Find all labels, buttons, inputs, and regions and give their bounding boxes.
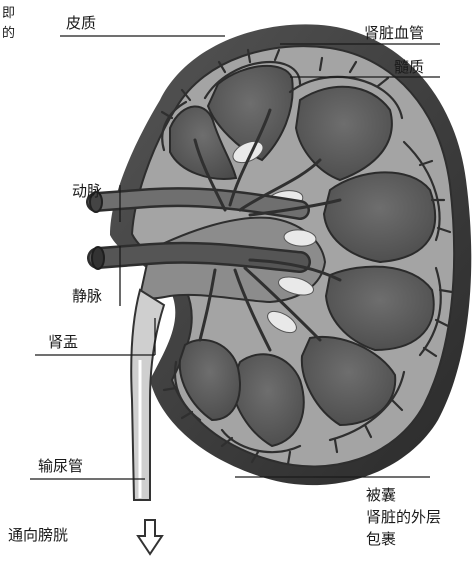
label-pelvis: 肾盂	[48, 333, 78, 351]
cropped-text-line2: 的	[2, 26, 15, 41]
label-capsule-line2: 包裹	[366, 528, 396, 550]
label-capsule-line1: 肾脏的外层	[366, 506, 441, 528]
label-capsule-title: 被囊	[366, 484, 396, 506]
label-cortex: 皮质	[66, 14, 96, 32]
label-ureter: 输尿管	[38, 457, 83, 475]
cropped-text-line1: 即	[2, 6, 15, 21]
label-medulla: 髓质	[394, 58, 424, 76]
label-renal-vessels: 肾脏血管	[364, 24, 424, 42]
label-artery: 动脉	[72, 182, 102, 200]
label-to-bladder: 通向膀胱	[8, 526, 68, 544]
arrow-to-bladder-icon	[138, 520, 162, 554]
label-vein: 静脉	[72, 287, 102, 305]
